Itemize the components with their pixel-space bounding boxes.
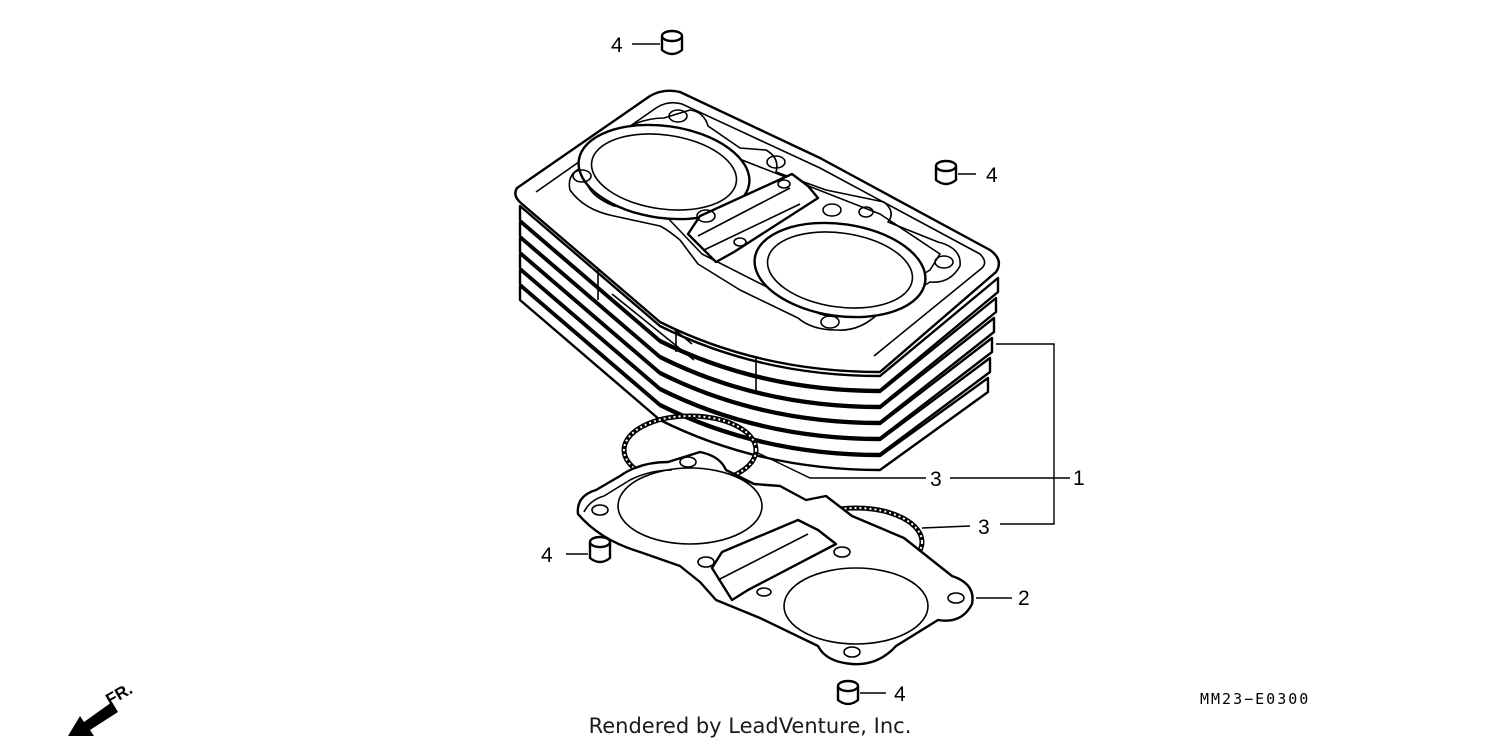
diagram-code: MM23−E0300 (1200, 690, 1310, 708)
dowel-pin-top[interactable] (660, 29, 684, 56)
callout-dowel-right: 4 (986, 164, 998, 187)
base-gasket[interactable] (576, 450, 974, 666)
callout-cylinder: 1 (1073, 467, 1085, 490)
callout-base-gasket: 2 (1018, 587, 1030, 610)
dowel-pin-right[interactable] (934, 159, 958, 186)
front-arrow-label: FR. (103, 679, 136, 709)
cylinder-block[interactable] (514, 89, 1001, 472)
callout-dowel-top: 4 (611, 34, 623, 57)
callout-o-ring-left: 3 (930, 468, 942, 491)
callout-o-ring-right: 3 (978, 516, 990, 539)
dowel-pin-left[interactable] (588, 535, 612, 564)
dowel-pin-bottom[interactable] (836, 679, 860, 706)
callout-dowel-bottom: 4 (894, 683, 906, 706)
footer-credit: Rendered by LeadVenture, Inc. (588, 714, 912, 738)
leader-lines (566, 43, 1070, 694)
callout-dowel-left: 4 (541, 544, 553, 567)
